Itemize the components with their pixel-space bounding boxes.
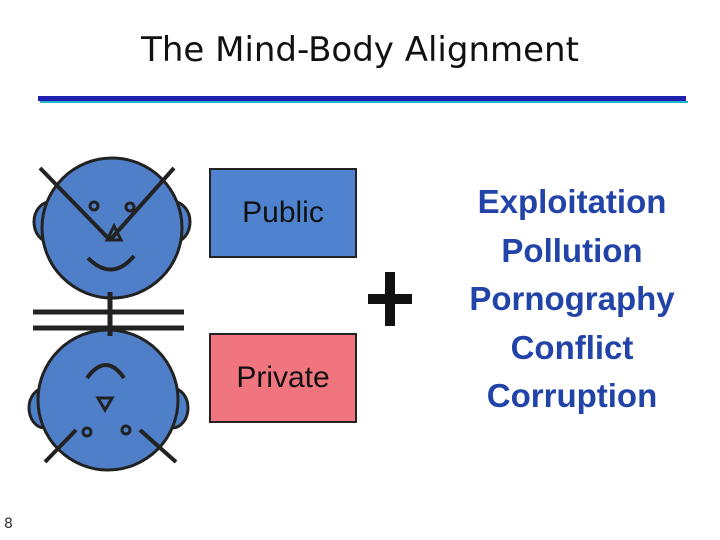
mirrored-faces-figure	[0, 0, 200, 480]
outcome-item: Corruption	[432, 372, 712, 421]
outcome-item: Pornography	[432, 275, 712, 324]
page-number: 8	[4, 516, 13, 532]
outcome-item: Exploitation	[432, 178, 712, 227]
public-box: Public	[209, 168, 357, 258]
private-box: Private	[209, 333, 357, 423]
outcome-item: Pollution	[432, 227, 712, 276]
outcome-list: Exploitation Pollution Pornography Confl…	[432, 178, 712, 421]
outcome-item: Conflict	[432, 324, 712, 373]
plus-icon	[364, 268, 416, 330]
